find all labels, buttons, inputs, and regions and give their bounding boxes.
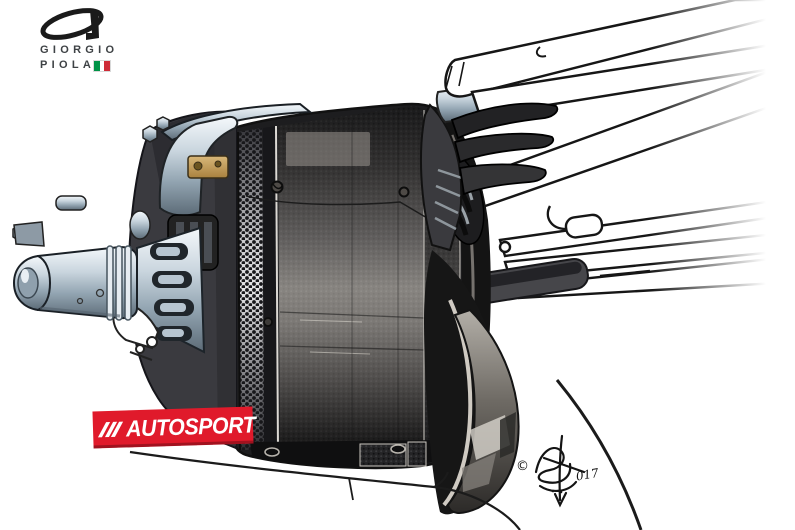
autosport-label: AUTOSPORT xyxy=(125,411,256,442)
winglets xyxy=(450,102,559,196)
italian-flag-icon xyxy=(93,60,111,72)
wheel-axle xyxy=(12,245,138,321)
sensor-wire xyxy=(245,195,445,229)
signature: © 017 xyxy=(516,434,600,508)
logo-text-giorgio: GIORGIO xyxy=(40,44,119,56)
fade-overlay xyxy=(650,0,795,370)
hub-fins xyxy=(136,226,206,354)
autosport-badge: AUTOSPORT xyxy=(92,406,256,449)
brake-caliper xyxy=(12,102,313,450)
signature-year: 017 xyxy=(575,466,600,484)
signature-copyright: © xyxy=(516,459,529,474)
axle-rings xyxy=(106,245,132,321)
gp-monogram-icon xyxy=(40,8,104,40)
brake-duct-scoop xyxy=(424,250,520,515)
wheel-rim-arc xyxy=(129,379,643,530)
gp-logo: GIORGIO PIOLA xyxy=(36,6,166,72)
checkered-slash-icon xyxy=(97,421,124,438)
brake-disc-perforations xyxy=(237,128,264,451)
drum-fasteners xyxy=(263,180,410,327)
logo-text-piola: PIOLA xyxy=(40,59,96,71)
